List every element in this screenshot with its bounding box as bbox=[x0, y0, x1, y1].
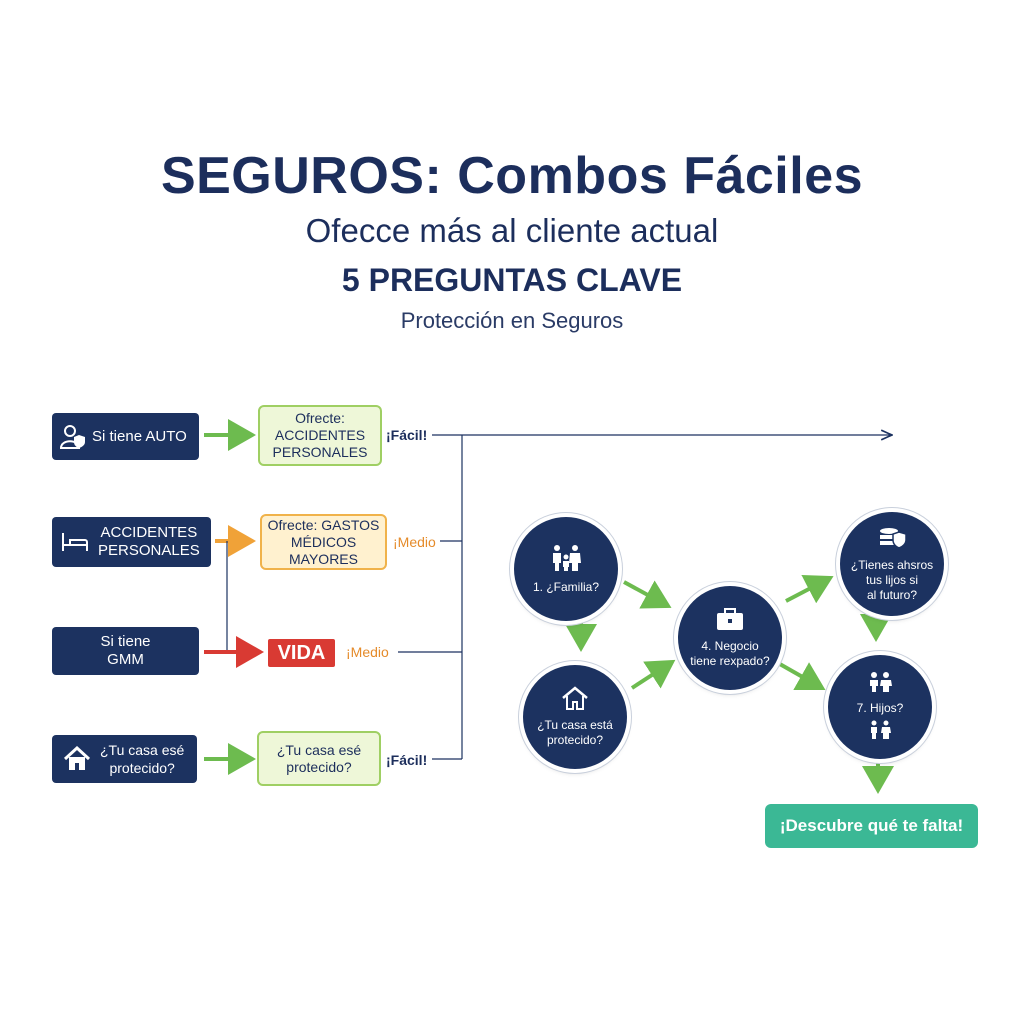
question-label: tus lijos si bbox=[865, 572, 918, 587]
question-label: tiene rexpado? bbox=[690, 654, 770, 668]
bed-icon bbox=[60, 527, 90, 557]
difficulty-tag: ¡Fácil! bbox=[386, 427, 428, 443]
page-title: SEGUROS: Combos Fáciles bbox=[160, 147, 864, 205]
label-line: PERSONALES bbox=[98, 542, 200, 559]
source-accidentes[interactable]: ACCIDENTES PERSONALES bbox=[52, 517, 211, 567]
offer-line: MÉDICOS MAYORES bbox=[289, 533, 358, 567]
offer-accidentes[interactable]: Ofrecte: ACCIDENTES PERSONALES bbox=[258, 405, 382, 466]
house-icon bbox=[561, 686, 589, 714]
question-label: ¿Tu casa está bbox=[537, 718, 613, 732]
label-line: protecido? bbox=[109, 760, 175, 776]
offer-line: PERSONALES bbox=[272, 444, 368, 460]
children-icon bbox=[866, 671, 894, 697]
source-casa[interactable]: ¿Tu casa esé protecido? bbox=[52, 735, 197, 783]
source-auto[interactable]: Si tiene AUTO bbox=[52, 413, 199, 460]
label-line: Si tiene bbox=[100, 633, 151, 650]
source-gmm[interactable]: Si tiene GMM bbox=[52, 627, 199, 675]
difficulty-tag: ¡Fácil! bbox=[386, 752, 428, 768]
house-icon bbox=[62, 744, 92, 774]
question-negocio[interactable]: 4. Negocio tiene rexpado? bbox=[678, 586, 782, 690]
offer-line: ACCIDENTES bbox=[274, 427, 366, 443]
source-accidentes-label: ACCIDENTES PERSONALES bbox=[98, 524, 200, 560]
question-label: ¿Tienes ahsros bbox=[850, 557, 934, 572]
source-casa-label: ¿Tu casa esé protecido? bbox=[100, 741, 184, 777]
source-gmm-label: Si tiene GMM bbox=[100, 633, 150, 669]
section-subheading: Protección en Seguros bbox=[400, 308, 624, 333]
offer-casa[interactable]: ¿Tu casa esé protecido? bbox=[257, 731, 381, 786]
discover-button[interactable]: ¡Descubre qué te falta! bbox=[765, 804, 978, 848]
question-familia[interactable]: 1. ¿Familia? bbox=[514, 517, 618, 621]
page-subtitle: Ofecce más al cliente actual bbox=[305, 212, 719, 249]
question-label: 4. Negocio bbox=[701, 639, 759, 653]
person-shield-icon bbox=[58, 422, 88, 452]
offer-vida[interactable]: VIDA bbox=[268, 639, 335, 667]
difficulty-tag: ¡Medio bbox=[393, 534, 436, 550]
offer-line: protecido? bbox=[286, 758, 352, 775]
source-auto-label: Si tiene AUTO bbox=[92, 427, 187, 445]
offer-line: Ofrecte: GASTOS bbox=[267, 516, 380, 533]
savings-shield-icon bbox=[877, 526, 907, 554]
question-casa[interactable]: ¿Tu casa está protecido? bbox=[523, 665, 627, 769]
offer-gastos-medicos[interactable]: Ofrecte: GASTOS MÉDICOS MAYORES bbox=[260, 514, 387, 570]
difficulty-tag: ¡Medio bbox=[346, 644, 389, 660]
label-line: GMM bbox=[107, 651, 144, 668]
family-icon bbox=[549, 544, 583, 576]
question-label: al futuro? bbox=[866, 587, 918, 602]
section-heading: 5 PREGUNTAS CLAVE bbox=[341, 262, 683, 298]
question-hijos[interactable]: 7. Hijos? bbox=[828, 655, 932, 759]
children-icon bbox=[867, 720, 893, 744]
offer-line: Ofrecte: bbox=[295, 410, 345, 426]
label-line: ACCIDENTES bbox=[100, 524, 198, 541]
question-label: 1. ¿Familia? bbox=[532, 579, 600, 594]
label-line: ¿Tu casa esé bbox=[100, 742, 185, 758]
question-label: protecido? bbox=[546, 733, 604, 747]
question-ahorros[interactable]: ¿Tienes ahsros tus lijos si al futuro? bbox=[840, 512, 944, 616]
offer-line: ¿Tu casa esé bbox=[276, 741, 362, 758]
question-label: 7. Hijos? bbox=[856, 700, 904, 715]
briefcase-icon bbox=[715, 607, 745, 635]
